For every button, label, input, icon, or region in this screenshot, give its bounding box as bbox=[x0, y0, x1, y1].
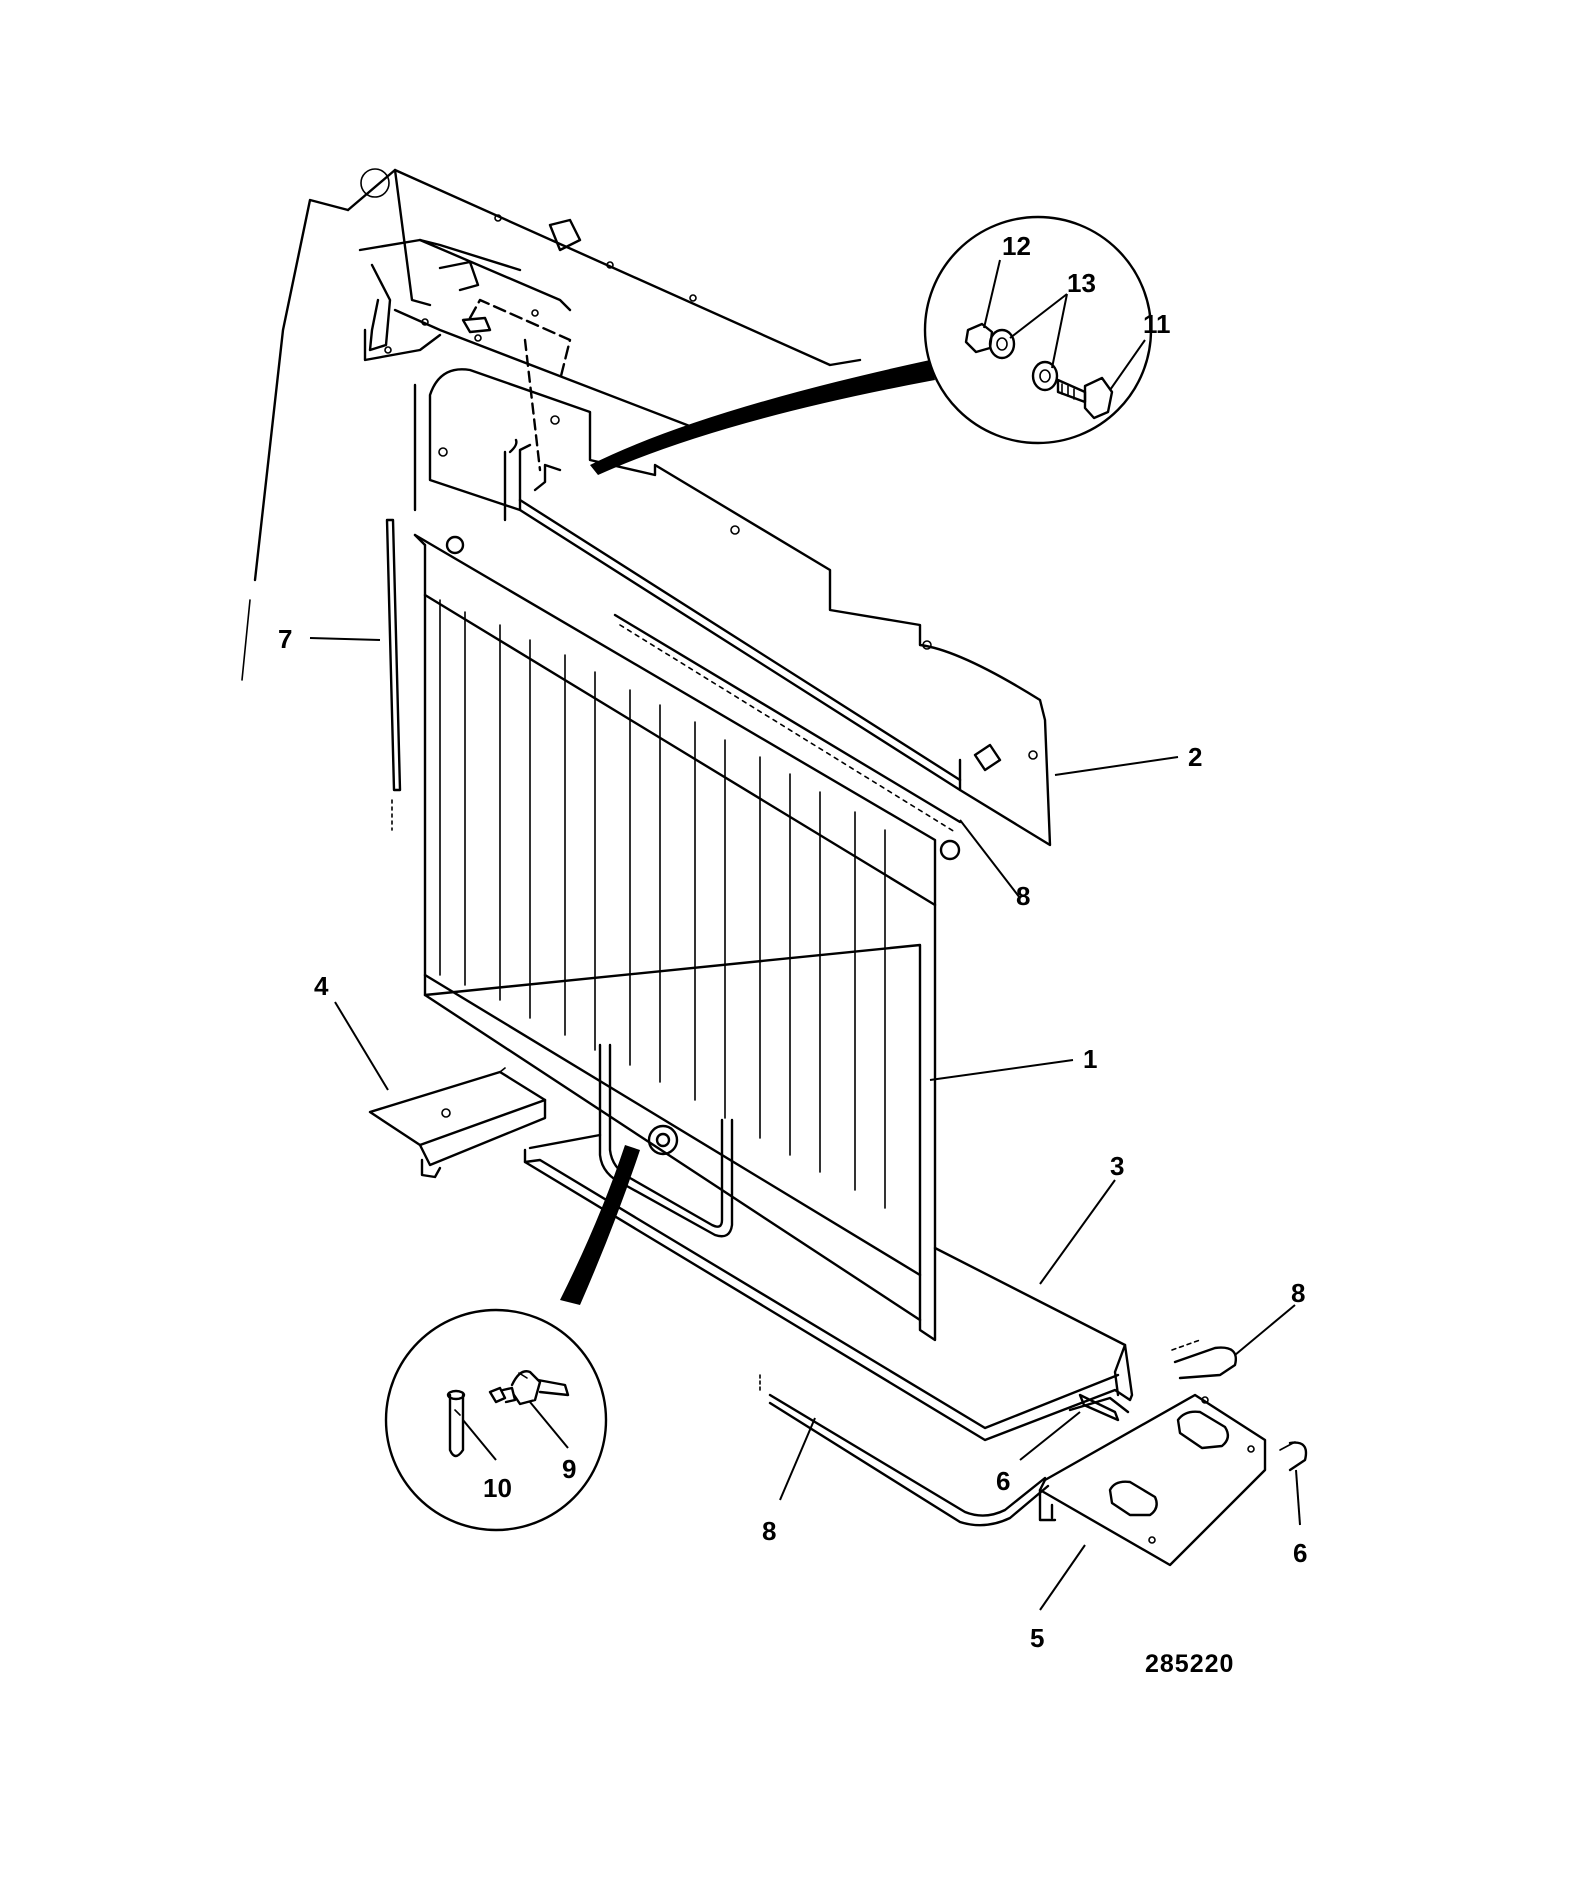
label-8-top: 8 bbox=[1016, 881, 1030, 911]
clip-lower-left bbox=[1078, 1393, 1120, 1422]
clip-right-lower bbox=[1279, 1441, 1308, 1472]
radiator-grille bbox=[413, 533, 962, 1342]
label-7: 7 bbox=[278, 624, 292, 654]
fastener-detail-zoom bbox=[590, 215, 1153, 475]
label-12: 12 bbox=[1002, 231, 1031, 261]
clip-right-upper bbox=[1171, 1339, 1237, 1380]
chassis-frame bbox=[241, 168, 862, 681]
side-strip bbox=[385, 518, 402, 831]
callout-labels: 1 2 3 4 5 6 6 7 8 8 8 9 10 11 12 13 2852… bbox=[278, 231, 1307, 1678]
label-3: 3 bbox=[1110, 1151, 1124, 1181]
drawing-number: 285220 bbox=[1145, 1650, 1234, 1678]
right-bracket bbox=[1038, 1393, 1267, 1567]
label-11: 11 bbox=[1143, 309, 1171, 339]
label-13: 13 bbox=[1067, 268, 1096, 298]
leader-lines bbox=[309, 637, 1301, 1611]
label-5: 5 bbox=[1030, 1623, 1044, 1653]
label-8-bottom: 8 bbox=[762, 1516, 776, 1546]
left-bracket bbox=[368, 1067, 547, 1179]
top-cover-plate bbox=[428, 368, 1052, 847]
label-8-right: 8 bbox=[1291, 1278, 1305, 1308]
latch-detail-zoom bbox=[384, 1145, 640, 1532]
grille-fins bbox=[439, 599, 886, 1209]
label-2: 2 bbox=[1188, 742, 1202, 772]
label-4: 4 bbox=[314, 971, 329, 1001]
bottom-seal-strip bbox=[768, 1393, 1050, 1527]
label-6-right: 6 bbox=[1293, 1538, 1307, 1568]
label-9: 9 bbox=[562, 1454, 576, 1484]
label-10: 10 bbox=[483, 1473, 512, 1503]
label-1: 1 bbox=[1083, 1044, 1097, 1074]
label-6-left: 6 bbox=[996, 1466, 1010, 1496]
